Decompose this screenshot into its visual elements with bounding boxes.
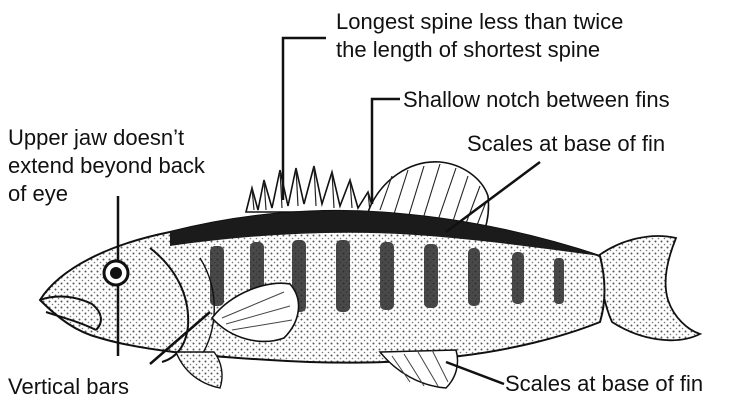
pelvic-fin [176,352,222,388]
tail-fin [598,236,700,340]
anal-fin [380,350,458,388]
label-scales-anal: Scales at base of fin [505,370,703,398]
fish-body [40,211,605,363]
label-upper-jaw: Upper jaw doesn’t extend beyond back of … [8,124,205,208]
leader-longest-spine [283,38,326,200]
label-longest-spine: Longest spine less than twice the length… [336,8,623,64]
spiny-dorsal-fin [246,166,374,212]
label-vertical-bars: Vertical bars [8,373,129,401]
label-shallow-notch: Shallow notch between fins [403,86,670,114]
label-scales-dorsal: Scales at base of fin [467,130,665,158]
fish-eye [104,261,128,285]
